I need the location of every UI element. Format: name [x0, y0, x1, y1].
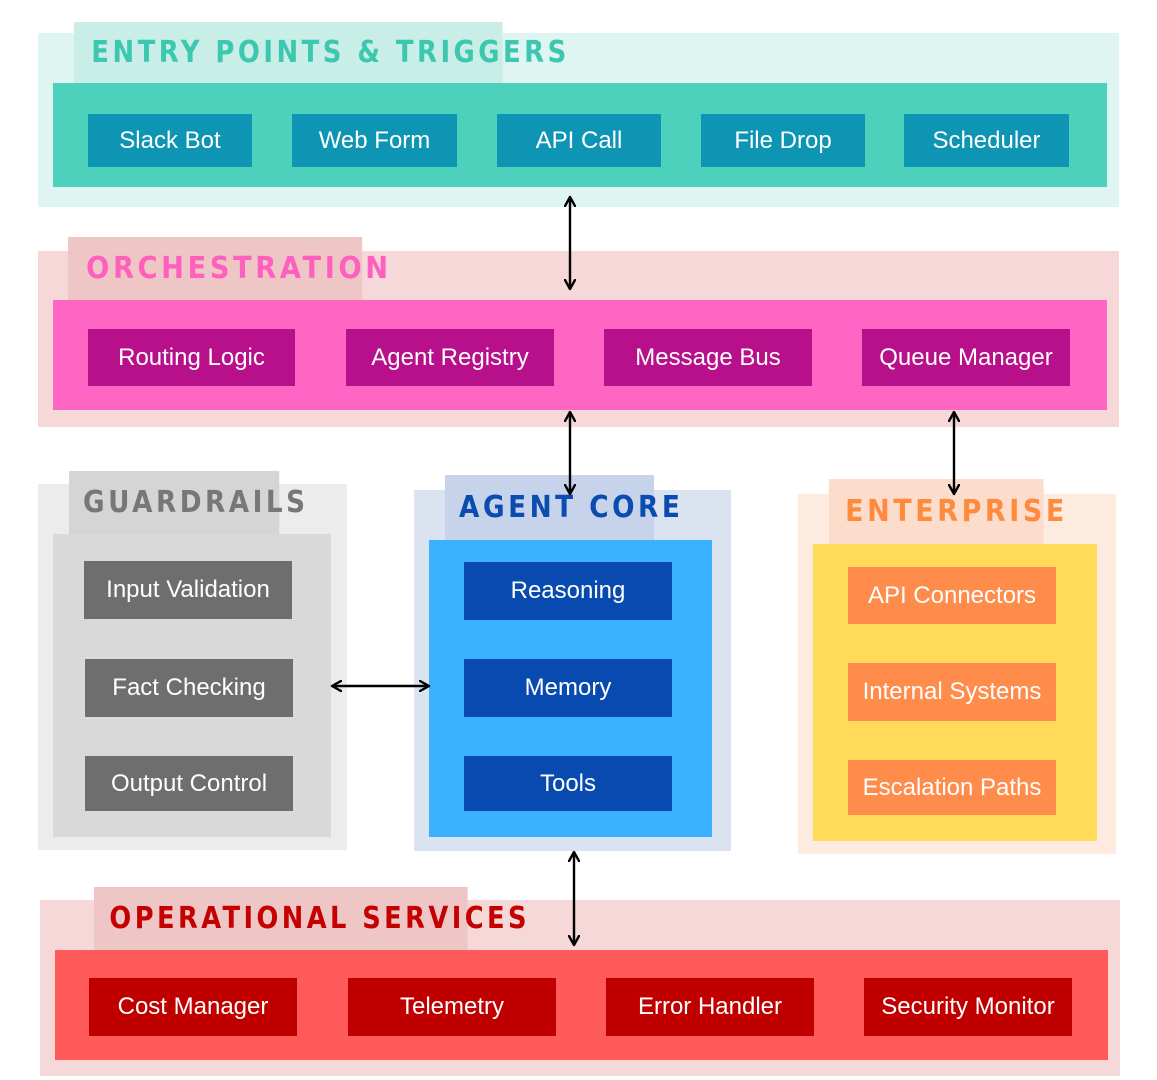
- entry-item-api-call: API Call: [497, 114, 661, 167]
- enterprise-item-internal-systems: Internal Systems: [848, 663, 1056, 721]
- guardrails-layer-title: GUARDRAILS: [69, 471, 305, 534]
- operational-item-cost-manager: Cost Manager: [89, 978, 297, 1036]
- entry-layer-title: ENTRY POINTS & TRIGGERS: [74, 22, 566, 84]
- entry-item-scheduler: Scheduler: [904, 114, 1069, 167]
- orchestration-item-agent-registry: Agent Registry: [346, 329, 554, 386]
- agent-core-item-tools: Tools: [464, 756, 672, 811]
- entry-item-slack-bot: Slack Bot: [88, 114, 252, 167]
- guardrails-item-fact-checking: Fact Checking: [85, 659, 293, 717]
- agent-core-layer-title: AGENT CORE: [445, 475, 680, 540]
- enterprise-item-escalation-paths: Escalation Paths: [848, 760, 1056, 815]
- orchestration-item-queue-manager: Queue Manager: [862, 329, 1070, 386]
- guardrails-item-output-control: Output Control: [85, 756, 293, 811]
- entry-item-web-form: Web Form: [292, 114, 457, 167]
- entry-item-file-drop: File Drop: [701, 114, 865, 167]
- orchestration-item-routing-logic: Routing Logic: [88, 329, 295, 386]
- orchestration-layer-title: ORCHESTRATION: [68, 237, 388, 301]
- operational-layer-title: OPERATIONAL SERVICES: [94, 887, 527, 950]
- agent-core-item-memory: Memory: [464, 659, 672, 717]
- enterprise-item-api-connectors: API Connectors: [848, 567, 1056, 624]
- operational-item-security-monitor: Security Monitor: [864, 978, 1072, 1036]
- operational-item-error-handler: Error Handler: [606, 978, 814, 1036]
- guardrails-item-input-validation: Input Validation: [84, 561, 292, 619]
- enterprise-layer-title: ENTERPRISE: [829, 479, 1064, 544]
- operational-item-telemetry: Telemetry: [348, 978, 556, 1036]
- agent-core-item-reasoning: Reasoning: [464, 562, 672, 620]
- orchestration-item-message-bus: Message Bus: [604, 329, 812, 386]
